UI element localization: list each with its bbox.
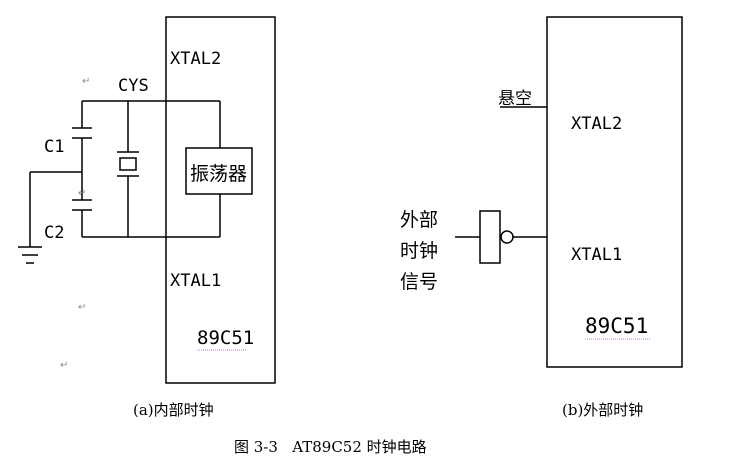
right-caption: (b)外部时钟 xyxy=(562,401,643,419)
signal-label-line1: 外部 xyxy=(400,209,438,231)
right-chip-box xyxy=(546,16,683,368)
crystal-label: CYS xyxy=(118,76,149,96)
cap-c1-label: C1 xyxy=(44,137,64,157)
left-caption: (a)内部时钟 xyxy=(133,401,214,419)
left-chip-name: 89C51 xyxy=(197,327,254,349)
float-label: 悬空 xyxy=(498,89,532,109)
left-xtal2-label: XTAL2 xyxy=(170,49,221,69)
paragraph-mark-2: ↵ xyxy=(78,188,86,199)
left-xtal1-label: XTAL1 xyxy=(170,271,221,291)
paragraph-mark-4: ↵ xyxy=(60,360,68,371)
right-xtal2-label: XTAL2 xyxy=(571,114,622,134)
figure-caption: 图 3-3 AT89C52 时钟电路 xyxy=(234,438,427,456)
buffer-inversion-bubble xyxy=(500,230,514,244)
paragraph-mark-1: ↵ xyxy=(82,76,90,87)
buffer-body xyxy=(479,210,501,264)
right-xtal1-label: XTAL1 xyxy=(571,245,622,265)
signal-label-line3: 信号 xyxy=(400,271,438,293)
crystal-body xyxy=(119,157,137,171)
right-chip-name: 89C51 xyxy=(585,314,648,338)
cap-c2-label: C2 xyxy=(44,223,64,243)
oscillator-box xyxy=(185,147,253,195)
paragraph-mark-3: ↵ xyxy=(78,302,86,313)
signal-label-line2: 时钟 xyxy=(400,240,438,262)
oscillator-label: 振荡器 xyxy=(190,163,247,185)
